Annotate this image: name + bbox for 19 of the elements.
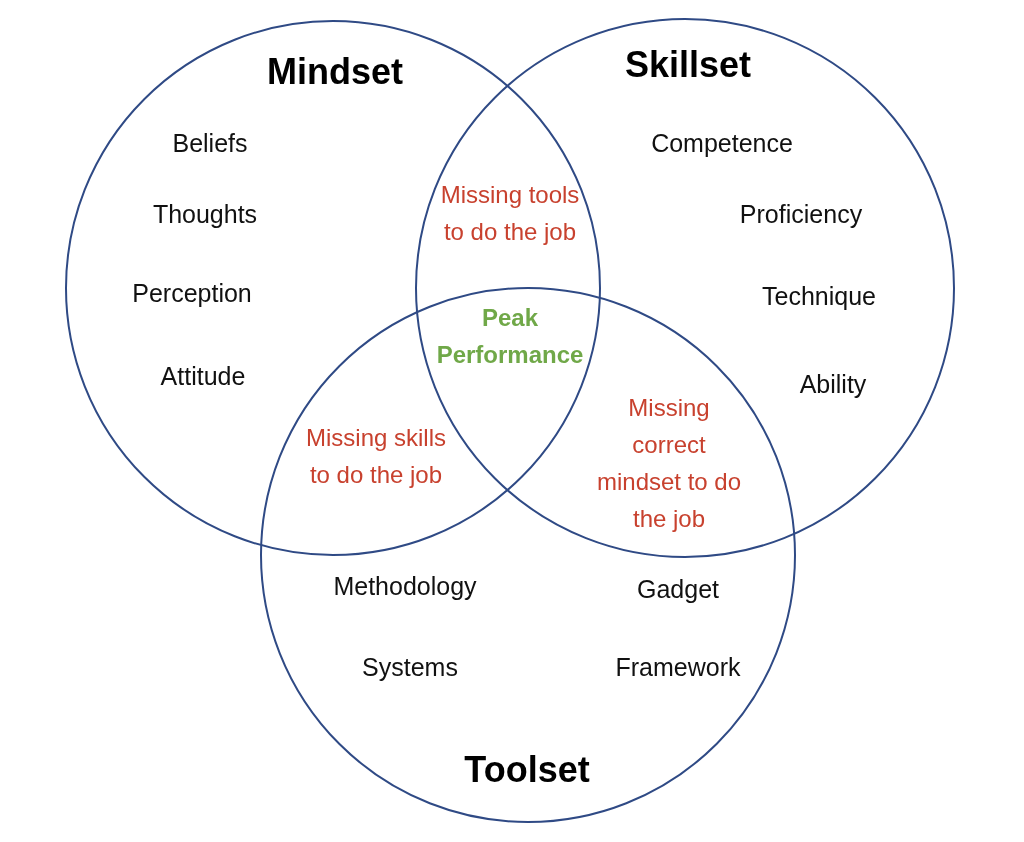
item-text: Systems	[362, 652, 458, 682]
region-label: Missing tools to do the job	[440, 180, 580, 247]
item-text: Methodology	[333, 571, 477, 601]
circle-title: Toolset	[464, 749, 590, 791]
region-label: Peak Performance	[435, 303, 585, 370]
item-text: Competence	[651, 128, 793, 158]
item-text: Technique	[762, 281, 876, 311]
item-text: Gadget	[637, 574, 719, 604]
item-text: Ability	[799, 369, 867, 399]
item-text: Attitude	[160, 361, 246, 391]
item-text: Thoughts	[152, 199, 258, 229]
item-text: Proficiency	[739, 199, 863, 229]
circle-title: Skillset	[624, 44, 752, 86]
item-text: Beliefs	[172, 128, 248, 158]
item-text: Perception	[132, 278, 252, 308]
circle-title: Mindset	[267, 51, 403, 93]
region-label: Missing skills to do the job	[306, 423, 446, 490]
region-label: Missing correct mindset to do the job	[595, 393, 743, 534]
item-text: Framework	[615, 652, 741, 682]
